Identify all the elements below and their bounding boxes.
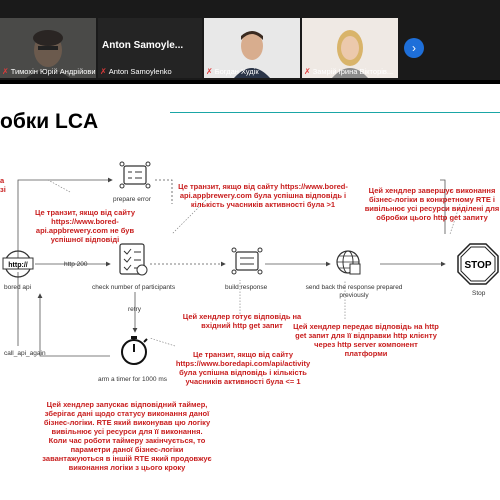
leader-not-success <box>47 179 71 193</box>
participant-label: ✗ Богдан Худік <box>206 67 259 76</box>
flow-diagram: http:// STOP <box>2 161 499 365</box>
node-retry: retry <box>128 306 141 313</box>
stop-sign-text: STOP <box>464 260 491 271</box>
participant-video <box>204 18 300 78</box>
mic-muted-icon: ✗ <box>2 67 9 76</box>
node-call-api-again: call_api_again <box>4 350 46 357</box>
mic-muted-icon: ✗ <box>100 67 107 76</box>
note-handler-send: Цей хендлер передає відповідь на http ge… <box>293 322 439 358</box>
connector-prepare-down <box>155 179 173 204</box>
participant-tile[interactable]: ✗ Богдан Худік <box>204 18 300 78</box>
title-rule <box>170 112 500 113</box>
annotation-leaders <box>47 179 461 347</box>
participant-tile[interactable]: Anton Samoyle... ✗ Anton Samoylenko <box>98 18 202 78</box>
connectors <box>17 177 446 357</box>
node-send-back: send back the response prepared previous… <box>305 284 403 299</box>
node-check-participants: check number of participants <box>92 284 176 291</box>
participant-tile[interactable]: ✗ Замрій Ірина Вікторів... <box>302 18 398 78</box>
connector-timer-to-api <box>37 293 110 357</box>
note-handler-finish: Цей хендлер завершує виконання бізнес-ло… <box>364 186 500 222</box>
next-participants-button[interactable]: › <box>404 38 424 58</box>
connector-to-prepare-error <box>17 177 113 258</box>
participant-display-name: Anton Samoyle... <box>102 40 184 51</box>
connector-to-stop-top <box>440 179 446 234</box>
checklist-icon <box>119 243 148 276</box>
leader-le1 <box>149 337 176 347</box>
note-success-le1: Це транзит, якщо від сайту https://www.b… <box>175 350 311 386</box>
shared-slide: обки LCA <box>0 84 500 500</box>
globe-send-icon <box>336 250 361 275</box>
participant-video <box>302 18 398 78</box>
participant-video <box>0 18 96 78</box>
node-arm-timer: arm a timer for 1000 ms <box>98 376 167 383</box>
stop-sign-icon: STOP <box>457 243 499 285</box>
note-not-success: Це транзит, якщо від сайту https://www.b… <box>34 208 136 244</box>
participant-label: ✗ Тимохін Юрій Андрійович <box>2 67 96 76</box>
participant-tile[interactable]: ✗ Тимохін Юрій Андрійович <box>0 18 96 78</box>
mic-muted-icon: ✗ <box>304 67 311 76</box>
http-icon-text: http:// <box>8 262 27 269</box>
prepare-error-icon <box>119 161 151 189</box>
participants-strip: ✗ Тимохін Юрій Андрійович Anton Samoyle.… <box>0 0 500 80</box>
note-success-gt1: Це транзит, якщо від сайту https://www.b… <box>178 182 348 209</box>
node-prepare-error: prepare error <box>113 196 151 203</box>
build-response-icon <box>231 247 263 275</box>
note-handler-timer: Цей хендлер запускає відповідний таймер,… <box>42 400 212 472</box>
mic-muted-icon: ✗ <box>206 67 213 76</box>
note-handler-build: Цей хендлер готує відповідь на вхідний h… <box>182 312 302 330</box>
stopwatch-icon <box>121 336 148 365</box>
participant-label: ✗ Anton Samoylenko <box>100 67 172 76</box>
participant-label: ✗ Замрій Ірина Вікторів... <box>304 67 394 76</box>
node-build-response: build response <box>225 284 268 291</box>
note-left-edge: а зі <box>0 176 6 194</box>
node-bored-api: bored api <box>4 284 32 291</box>
node-http-200: http 200 <box>64 261 88 268</box>
http-globe-icon: http:// <box>2 250 34 278</box>
slide-title: обки LCA <box>0 110 99 133</box>
leader-finish <box>449 203 461 235</box>
node-stop: Stop <box>472 290 486 297</box>
